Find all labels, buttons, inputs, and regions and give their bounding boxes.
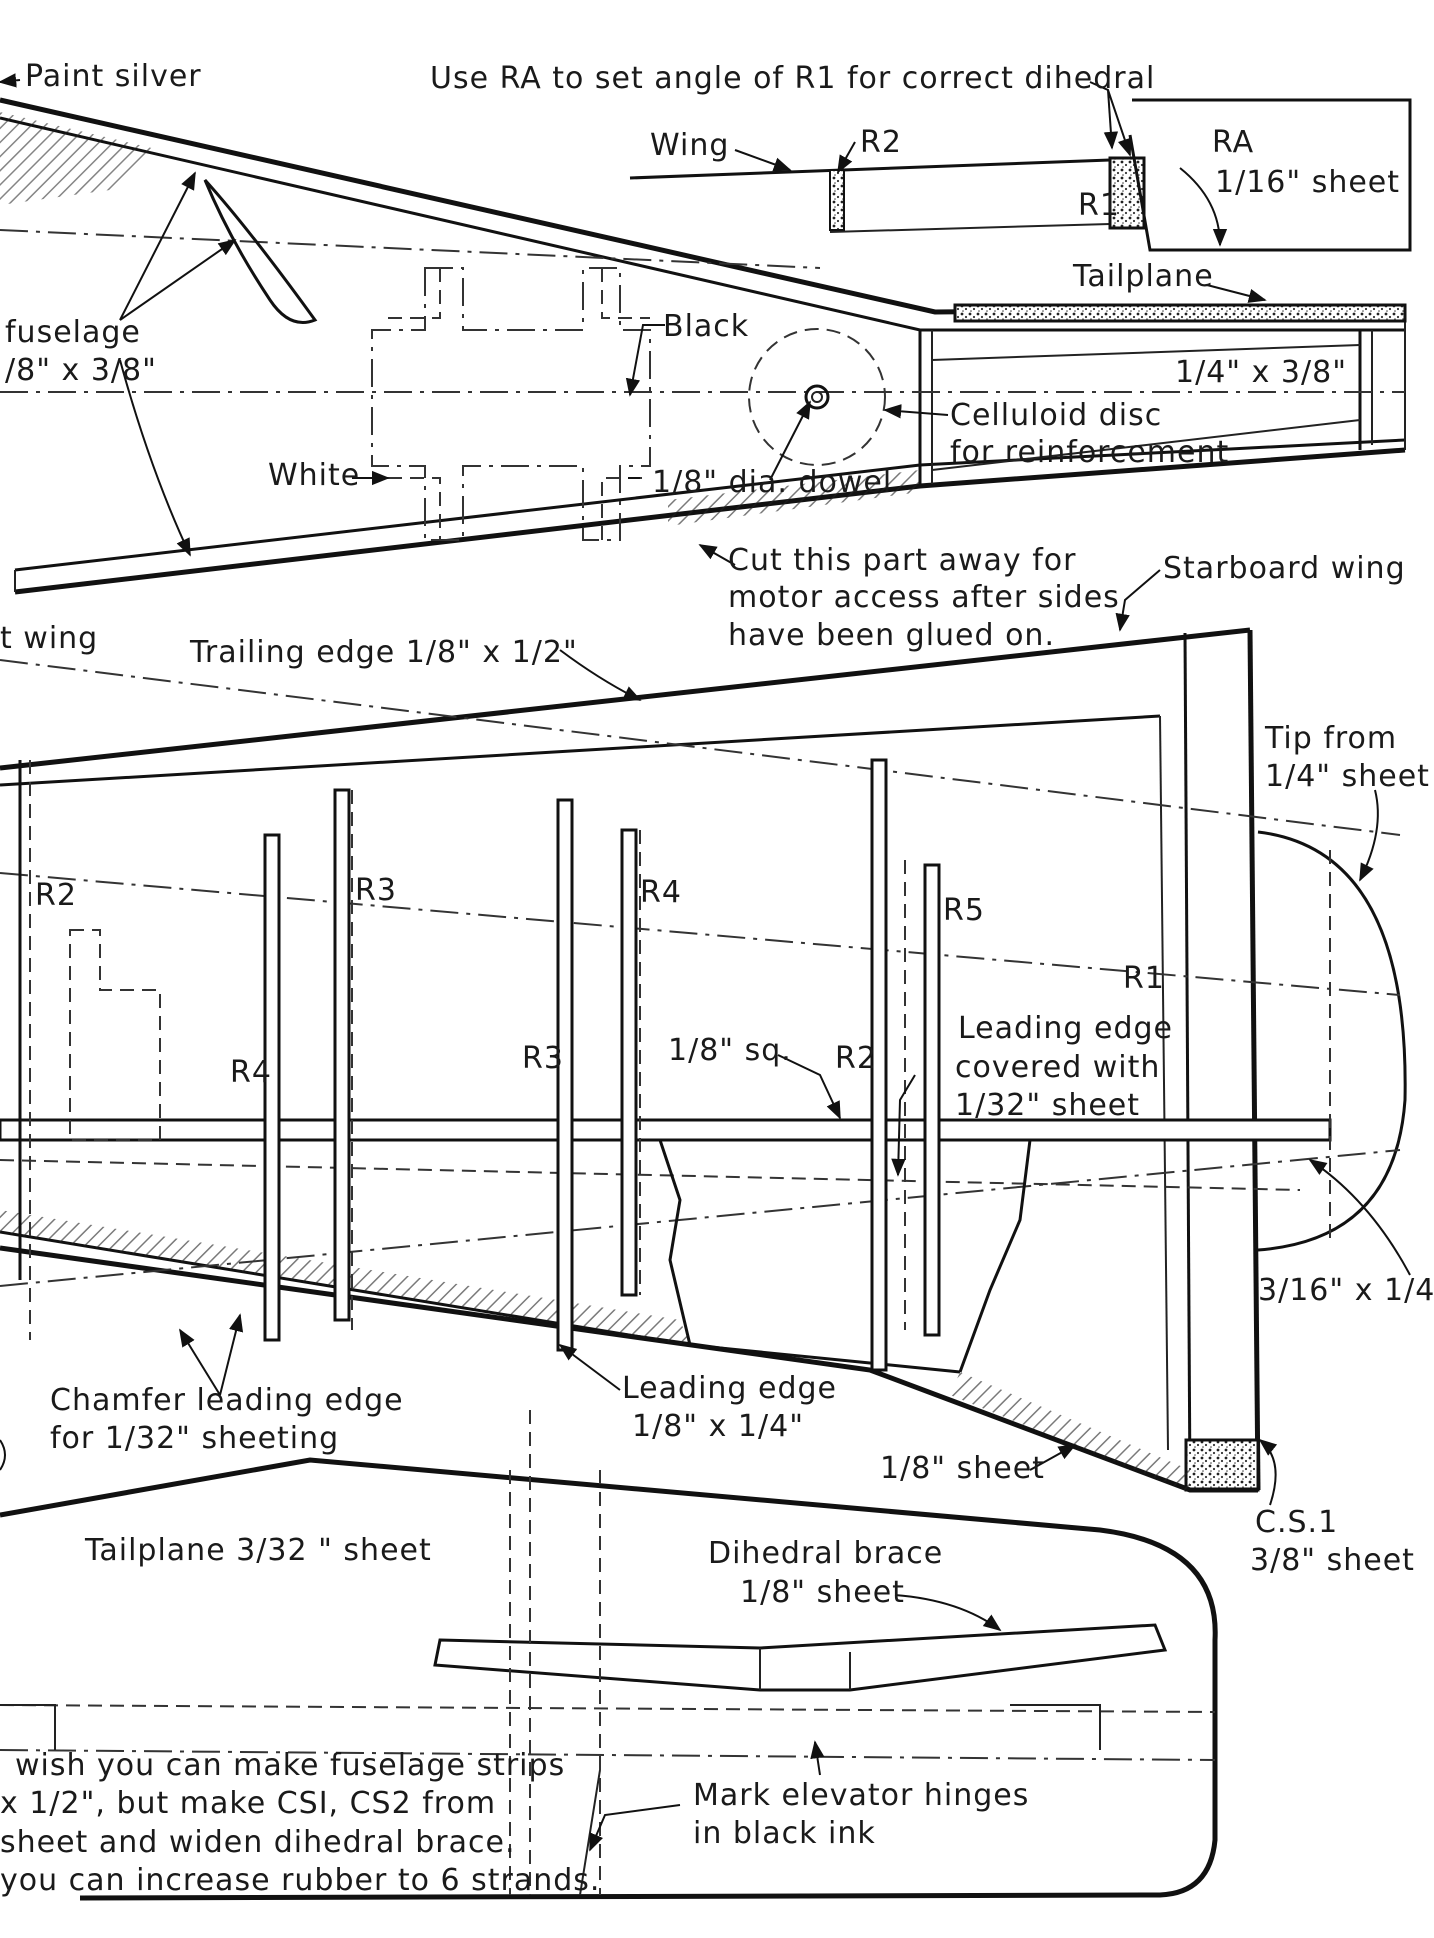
dihedral-detail xyxy=(629,81,1412,252)
label-r2-low: R2 xyxy=(835,1041,877,1076)
label-fuselage-size: /8" x 3/8" xyxy=(5,353,157,388)
label-fuselage: fuselage xyxy=(5,315,141,350)
label-cs1-2: 3/8" sheet xyxy=(1250,1543,1415,1578)
label-dihedral-brace-1: Dihedral brace xyxy=(708,1536,943,1571)
label-note-2: x 1/2", but make CSI, CS2 from xyxy=(0,1786,496,1821)
label-chamfer-2: for 1/32" sheeting xyxy=(50,1421,339,1456)
label-le-cover-1: Leading edge xyxy=(958,1011,1173,1046)
label-hinges-1: Mark elevator hinges xyxy=(693,1778,1029,1813)
label-r4: R4 xyxy=(640,875,682,910)
label-le-2: 1/8" x 1/4" xyxy=(632,1409,804,1444)
label-le-cover-3: 1/32" sheet xyxy=(955,1088,1140,1123)
label-note-1: wish you can make fuselage strips xyxy=(15,1748,565,1783)
label-tailplane-sheet: Tailplane 3/32 " sheet xyxy=(84,1533,432,1568)
label-cut-1: Cut this part away for xyxy=(728,543,1076,578)
label-r3-low: R3 xyxy=(522,1041,564,1076)
label-le-cover-2: covered with xyxy=(955,1050,1160,1085)
label-spar-tip: 3/16" x 1/4 xyxy=(1258,1273,1434,1308)
label-wing: Wing xyxy=(650,128,729,163)
label-dowel: 1/8" dia. dowel xyxy=(652,465,892,500)
label-r1: R1 xyxy=(1123,961,1165,996)
label-le-1: Leading edge xyxy=(622,1371,837,1406)
label-cs1-1: C.S.1 xyxy=(1255,1505,1338,1540)
label-tip-2: 1/4" sheet xyxy=(1265,759,1430,794)
label-celluloid-2: for reinforcement xyxy=(950,435,1229,470)
label-cut-3: have been glued on. xyxy=(728,618,1055,653)
label-port-wing: t wing xyxy=(0,621,98,656)
label-r2: R2 xyxy=(35,878,77,913)
label-sheet-18: 1/8" sheet xyxy=(880,1451,1045,1486)
label-cut-2: motor access after sides xyxy=(728,580,1120,615)
label-starboard-wing: Starboard wing xyxy=(1163,551,1406,586)
label-note-3: sheet and widen dihedral brace. xyxy=(0,1825,515,1860)
label-trailing-edge: Trailing edge 1/8" x 1/2" xyxy=(189,635,578,670)
label-spar: 1/8" sq. xyxy=(668,1033,792,1068)
label-tail-size: 1/4" x 3/8" xyxy=(1175,355,1347,390)
label-ra-sheet: 1/16" sheet xyxy=(1215,165,1400,200)
label-hinges-2: in black ink xyxy=(693,1816,876,1851)
label-white: White xyxy=(268,458,360,493)
label-chamfer-1: Chamfer leading edge xyxy=(50,1383,404,1418)
label-r2-top: R2 xyxy=(860,125,902,160)
label-tip-1: Tip from xyxy=(1264,721,1397,756)
label-tailplane: Tailplane xyxy=(1072,259,1214,294)
labels: Paint silver Use RA to set angle of R1 f… xyxy=(0,59,1434,1898)
label-note-4: you can increase rubber to 6 strands. xyxy=(0,1863,600,1898)
label-celluloid-1: Celluloid disc xyxy=(950,398,1162,433)
label-r5: R5 xyxy=(943,893,985,928)
label-r1-top: R1 xyxy=(1078,188,1120,223)
label-black: Black xyxy=(663,309,749,344)
tailplane-plan-view xyxy=(0,1410,1218,1901)
fuselage-side-view xyxy=(0,73,1407,595)
label-ra: RA xyxy=(1212,125,1254,160)
label-dihedral-brace-2: 1/8" sheet xyxy=(740,1575,905,1610)
label-dihedral-note: Use RA to set angle of R1 for correct di… xyxy=(430,61,1155,96)
label-paint-silver: Paint silver xyxy=(25,59,202,94)
label-r3: R3 xyxy=(355,873,397,908)
label-r4-low: R4 xyxy=(230,1055,272,1090)
ribs xyxy=(18,758,941,1372)
wing-plan-view xyxy=(0,569,1411,1506)
